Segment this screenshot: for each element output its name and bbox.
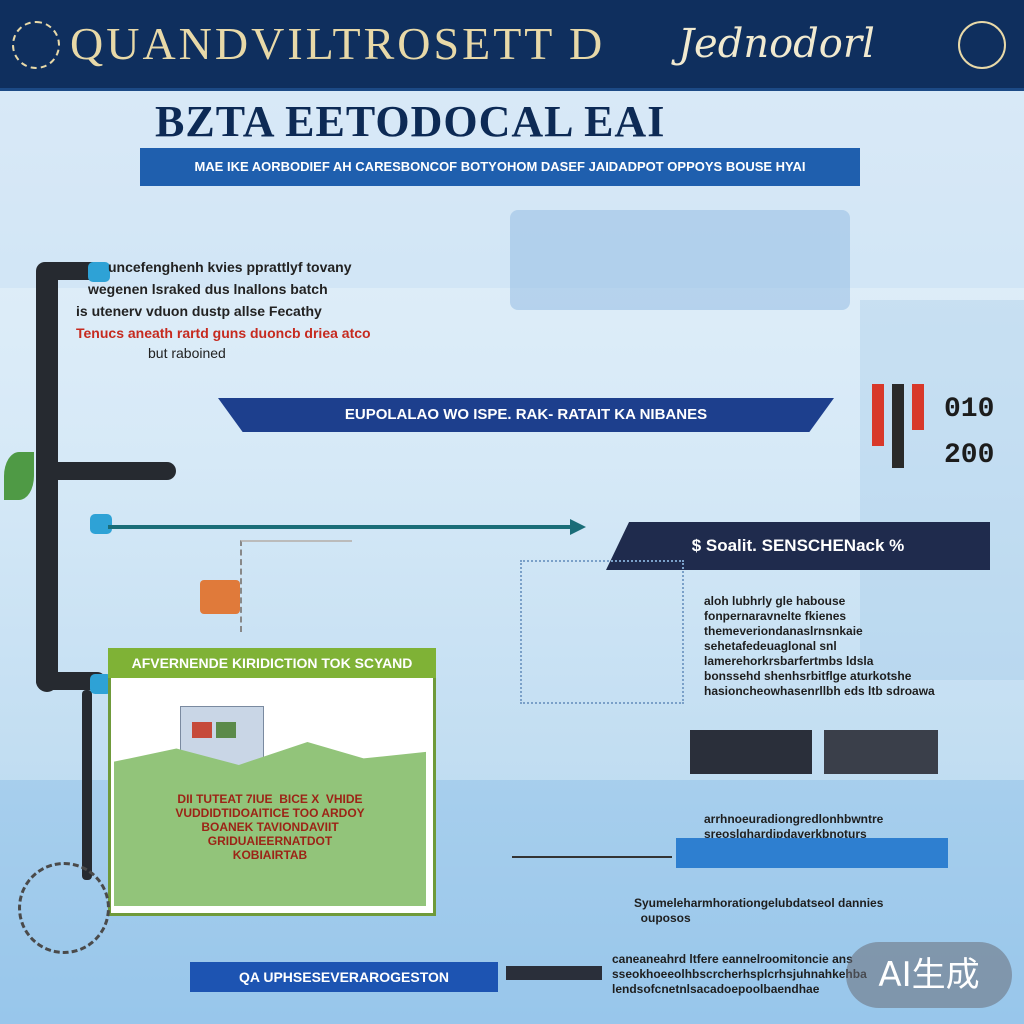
pipe-branch bbox=[36, 672, 106, 690]
scroll-ornament-icon bbox=[958, 21, 1006, 69]
pipe-valve-icon bbox=[90, 514, 112, 534]
card-thumbnail-accent bbox=[192, 722, 212, 738]
pipe-valve-icon bbox=[90, 674, 112, 694]
sketch-line bbox=[512, 856, 672, 858]
sketch-figure bbox=[520, 560, 684, 704]
red-bar bbox=[912, 384, 924, 430]
green-card-text: DII TUTEAT 7IUE BICE X VHIDE VUDDIDTIDOA… bbox=[175, 792, 365, 862]
dashed-seal-icon bbox=[18, 862, 110, 954]
main-heading: BZTA EETODOCAL EAI bbox=[155, 97, 666, 146]
pipe-top-bend bbox=[36, 262, 102, 280]
red-bar bbox=[872, 384, 884, 446]
green-leaf-icon bbox=[4, 452, 34, 500]
banner-title: QUANDVILTROSETT D bbox=[70, 18, 606, 69]
dark-strip bbox=[506, 966, 602, 980]
notes-line: is utenerv vduon dustp allse Fecathy bbox=[76, 303, 322, 319]
dark-strip bbox=[690, 730, 812, 774]
orange-figure-icon bbox=[200, 580, 240, 614]
arrow-right-icon bbox=[570, 519, 586, 535]
dark-strip bbox=[824, 730, 938, 774]
green-hill-shape bbox=[114, 742, 426, 906]
digit-readout: 200 bbox=[944, 440, 995, 471]
digit-readout: 010 bbox=[944, 394, 995, 425]
green-card-title: AFVERNENDE KIRIDICTION TOK SCYAND bbox=[108, 648, 436, 678]
blue-data-strip bbox=[676, 838, 948, 868]
sun-ornament-icon bbox=[12, 21, 60, 69]
subtitle-banner: MAE IKE AORBODIEF AH CARESBONCOF BOTYOHO… bbox=[140, 148, 860, 186]
right-notes-block: arrhnoeuradiongredlonhbwntre sreoslghard… bbox=[704, 812, 884, 841]
background-panel bbox=[510, 210, 850, 310]
right-notes-block: caneaneahrd ltfere eannelroomitoncie ans… bbox=[612, 952, 867, 996]
card-thumbnail-accent bbox=[216, 722, 236, 738]
notes-line: but raboined bbox=[148, 345, 226, 361]
background-panel bbox=[860, 300, 1024, 680]
right-notes-block: Syumeleharmhorationgelubdatseol dannies … bbox=[634, 896, 884, 925]
dark-section-ribbon: $ Soalit. SENSCHENack % bbox=[606, 522, 990, 570]
pipe-branch bbox=[36, 462, 176, 480]
flow-arrow-line bbox=[108, 525, 574, 529]
pipe-lower bbox=[82, 690, 92, 880]
notes-line-highlight: Tenucs aneath rartd guns duoncb driea at… bbox=[76, 325, 371, 341]
sketch-figure bbox=[240, 540, 352, 632]
banner-script-title: Jednodorl bbox=[678, 21, 875, 67]
ai-generated-watermark: AI生成 bbox=[846, 942, 1012, 1008]
pipe-valve-icon bbox=[88, 262, 110, 282]
dark-bar bbox=[892, 384, 904, 468]
bottom-ribbon: QA UPHSESEVERAROGESTON bbox=[190, 962, 498, 992]
right-notes-block: aloh lubhrly gle habouse fonpernaravnelt… bbox=[704, 594, 935, 698]
section-ribbon: EUPOLALAO WO ISPE. RAK- RATAIT KA NIBANE… bbox=[218, 398, 834, 432]
top-banner bbox=[0, 0, 1024, 91]
notes-line: uncefenghenh kvies pprattlyf tovany bbox=[108, 259, 352, 275]
notes-line: wegenen lsraked dus lnallons batch bbox=[88, 281, 328, 297]
